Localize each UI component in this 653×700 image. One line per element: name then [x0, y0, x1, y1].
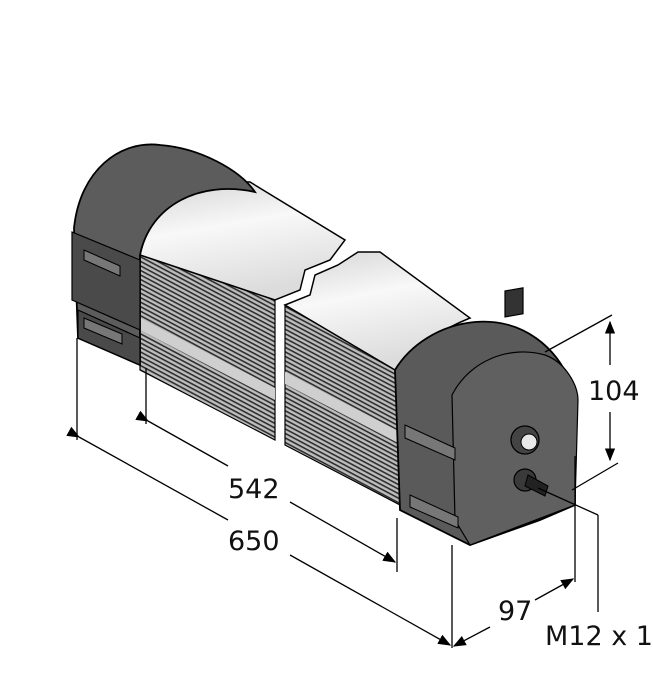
dim-connector-thread: M12 x 1 — [545, 621, 653, 652]
dim-depth: 97 — [498, 596, 532, 627]
dimension-lines — [66, 314, 619, 648]
dim-height: 104 — [588, 376, 640, 407]
dim-overall-length: 650 — [228, 526, 280, 557]
dim-inner-length: 542 — [228, 474, 280, 505]
left-end-cap — [71, 143, 258, 367]
switch-icon — [504, 287, 524, 318]
right-end-cap — [394, 287, 579, 546]
